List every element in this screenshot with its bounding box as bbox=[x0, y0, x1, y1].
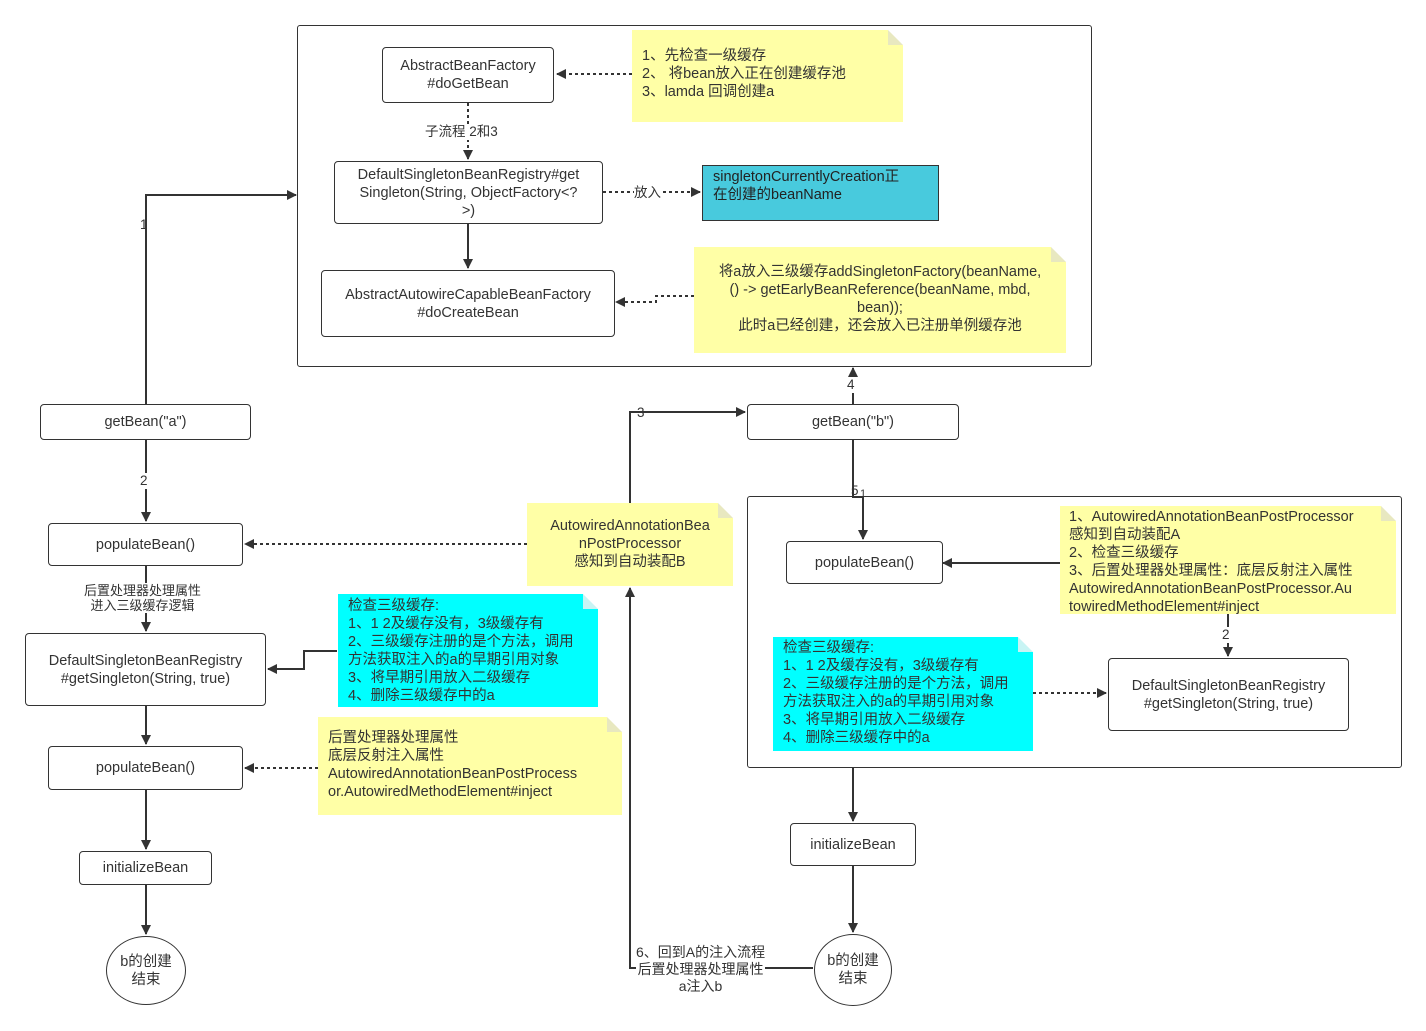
initialize-bean-left-node[interactable]: initializeBean bbox=[79, 851, 212, 885]
edge-3 bbox=[629, 407, 746, 503]
label-return-to-a: 6、回到A的注入流程 后置处理器处理属性 a注入b bbox=[636, 944, 766, 995]
get-singleton-top-node[interactable]: DefaultSingletonBeanRegistry#get Singlet… bbox=[334, 161, 603, 224]
top-frame bbox=[297, 25, 1092, 367]
label-step-5b: 1 bbox=[860, 488, 867, 500]
populate-bean-a1-node[interactable]: populateBean() bbox=[48, 523, 243, 566]
label-step-4: 4 bbox=[847, 377, 855, 393]
edge-early-ref bbox=[615, 295, 694, 307]
note-check-cache-left: 检查三级缓存: 1、1 2及缓存没有，3级缓存有 2、三级缓存注册的是个方法，调… bbox=[338, 594, 598, 707]
edge-5 bbox=[852, 440, 868, 540]
get-bean-a-node[interactable]: getBean("a") bbox=[40, 404, 251, 440]
initialize-bean-right-node[interactable]: initializeBean bbox=[790, 823, 916, 866]
do-get-bean-node[interactable]: AbstractBeanFactory #doGetBean bbox=[382, 47, 554, 103]
do-create-bean-node[interactable]: AbstractAutowireCapableBeanFactory #doCr… bbox=[321, 270, 615, 337]
label-step-5: 5 bbox=[851, 483, 859, 498]
label-put-in: 放入 bbox=[634, 185, 661, 201]
end-left-node[interactable]: b的创建 结束 bbox=[106, 936, 186, 1005]
right-frame bbox=[747, 496, 1402, 768]
label-step-1: 1 bbox=[140, 217, 148, 232]
label-step-2-right: 2 bbox=[1222, 627, 1230, 643]
note-autowired-b: AutowiredAnnotationBea nPostProcessor 感知… bbox=[527, 503, 733, 586]
note-inject-left: 后置处理器处理属性 底层反射注入属性 AutowiredAnnotationBe… bbox=[318, 717, 622, 815]
note-early-reference: 将a放入三级缓存addSingletonFactory(beanName, ()… bbox=[694, 247, 1066, 353]
note-autowired-right: 1、AutowiredAnnotationBeanPostProcessor 感… bbox=[1060, 506, 1396, 615]
populate-bean-b-node[interactable]: populateBean() bbox=[786, 541, 943, 584]
populate-bean-a2-node[interactable]: populateBean() bbox=[48, 746, 243, 790]
end-right-node[interactable]: b的创建 结束 bbox=[814, 934, 892, 1006]
label-post-processor-left: 后置处理器处理属性 进入三级缓存逻辑 bbox=[84, 583, 202, 613]
label-step-2: 2 bbox=[140, 473, 148, 489]
get-singleton-right-node[interactable]: DefaultSingletonBeanRegistry #getSinglet… bbox=[1108, 658, 1349, 731]
get-singleton-left-node[interactable]: DefaultSingletonBeanRegistry #getSinglet… bbox=[25, 633, 266, 706]
edge-check-left bbox=[267, 650, 337, 674]
label-sub-flow: 子流程 2和3 bbox=[425, 124, 498, 140]
get-bean-b-node[interactable]: getBean("b") bbox=[747, 404, 959, 440]
edge-1 bbox=[145, 190, 297, 404]
label-step-3: 3 bbox=[637, 405, 645, 420]
note-top: 1、先检查一级缓存 2、 将bean放入正在创建缓存池 3、lamda 回调创建… bbox=[632, 30, 903, 122]
note-check-cache-right: 检查三级缓存: 1、1 2及缓存没有，3级缓存有 2、三级缓存注册的是个方法，调… bbox=[773, 637, 1033, 751]
singleton-creation-node[interactable]: singletonCurrentlyCreation正 在创建的beanName bbox=[702, 165, 939, 221]
